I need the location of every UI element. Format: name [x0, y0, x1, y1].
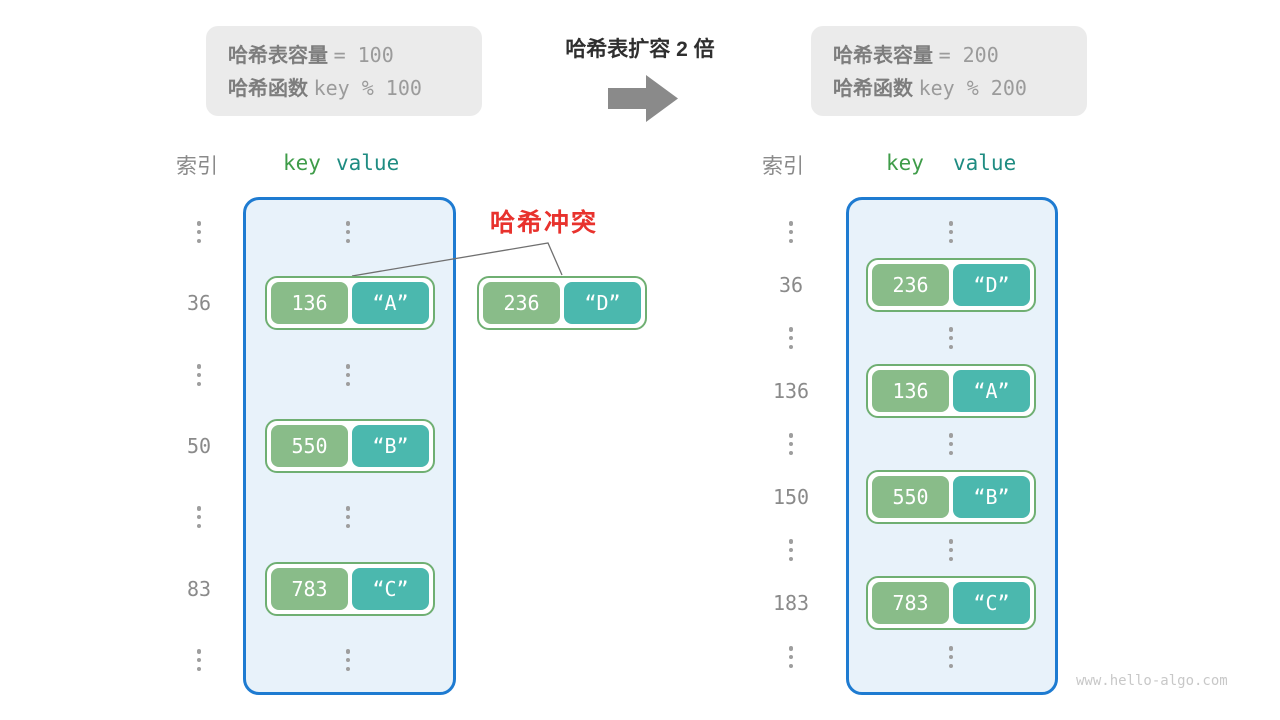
ellipsis-dots: [787, 433, 795, 455]
hash-fn-label: 哈希函数: [228, 78, 308, 100]
key-box: 550: [872, 476, 949, 518]
index-label: 50: [186, 434, 212, 458]
key-value-pair: 136 “A”: [265, 276, 435, 330]
value-box: “B”: [352, 425, 429, 467]
ellipsis-dots: [787, 327, 795, 349]
capacity-line: 哈希表容量 = 200: [833, 39, 1087, 72]
ellipsis-dots: [195, 506, 203, 528]
hash-fn-value: key % 200: [918, 76, 1027, 100]
config-box-before: 哈希表容量 = 100 哈希函数 key % 100: [206, 26, 482, 116]
key-box: 783: [872, 582, 949, 624]
ellipsis-dots: [787, 646, 795, 668]
key-box: 136: [872, 370, 949, 412]
value-box: “C”: [953, 582, 1030, 624]
value-box: “C”: [352, 568, 429, 610]
capacity-value: = 200: [938, 43, 999, 67]
config-box-after: 哈希表容量 = 200 哈希函数 key % 200: [811, 26, 1087, 116]
key-box: 783: [271, 568, 348, 610]
capacity-line: 哈希表容量 = 100: [228, 39, 482, 72]
capacity-value: = 100: [333, 43, 394, 67]
value-box: “D”: [953, 264, 1030, 306]
right-index-header: 索引: [762, 155, 804, 178]
hash-fn-line: 哈希函数 key % 100: [228, 72, 482, 105]
capacity-label: 哈希表容量: [833, 45, 933, 67]
ellipsis-dots: [195, 221, 203, 243]
value-box: “D”: [564, 282, 641, 324]
value-box: “A”: [953, 370, 1030, 412]
watermark: www.hello-algo.com: [1076, 673, 1228, 689]
colliding-key-value-pair: 236 “D”: [477, 276, 647, 330]
index-label: 183: [772, 591, 810, 615]
collision-label: 哈希冲突: [490, 209, 599, 237]
left-index-header: 索引: [176, 155, 218, 178]
hash-fn-label: 哈希函数: [833, 78, 913, 100]
right-key-header: key: [886, 151, 924, 175]
key-box: 550: [271, 425, 348, 467]
ellipsis-dots: [947, 327, 955, 349]
key-value-pair: 783 “C”: [265, 562, 435, 616]
value-box: “A”: [352, 282, 429, 324]
ellipsis-dots: [947, 221, 955, 243]
right-arrow-icon: [608, 75, 678, 122]
left-key-header: key: [283, 151, 321, 175]
key-value-pair: 783 “C”: [866, 576, 1036, 630]
ellipsis-dots: [947, 539, 955, 561]
ellipsis-dots: [195, 364, 203, 386]
key-box: 236: [483, 282, 560, 324]
ellipsis-dots: [947, 646, 955, 668]
ellipsis-dots: [344, 364, 352, 386]
ellipsis-dots: [344, 506, 352, 528]
ellipsis-dots: [195, 649, 203, 671]
key-value-pair: 550 “B”: [265, 419, 435, 473]
index-label: 150: [772, 485, 810, 509]
value-box: “B”: [953, 476, 1030, 518]
expand-title: 哈希表扩容 2 倍: [565, 38, 715, 61]
index-label: 136: [772, 379, 810, 403]
ellipsis-dots: [344, 649, 352, 671]
hash-fn-value: key % 100: [313, 76, 422, 100]
ellipsis-dots: [787, 539, 795, 561]
ellipsis-dots: [787, 221, 795, 243]
index-label: 83: [186, 577, 212, 601]
key-box: 236: [872, 264, 949, 306]
right-value-header: value: [953, 151, 1017, 175]
key-value-pair: 550 “B”: [866, 470, 1036, 524]
hash-fn-line: 哈希函数 key % 200: [833, 72, 1087, 105]
ellipsis-dots: [344, 221, 352, 243]
key-value-pair: 236 “D”: [866, 258, 1036, 312]
index-label: 36: [186, 291, 212, 315]
capacity-label: 哈希表容量: [228, 45, 328, 67]
left-value-header: value: [336, 151, 400, 175]
key-box: 136: [271, 282, 348, 324]
key-value-pair: 136 “A”: [866, 364, 1036, 418]
ellipsis-dots: [947, 433, 955, 455]
index-label: 36: [778, 273, 804, 297]
